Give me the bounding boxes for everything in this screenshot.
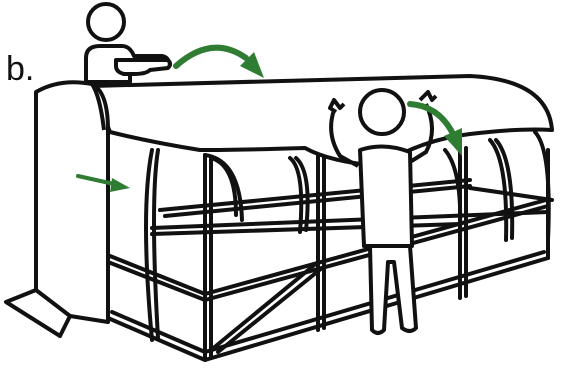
rolled-end-panel [6,82,108,336]
greenhouse-frame [108,132,552,360]
panel-label: b. [6,52,34,86]
person-left [86,4,170,82]
greenhouse-cover [92,76,552,166]
arrow-over-top [176,48,246,66]
